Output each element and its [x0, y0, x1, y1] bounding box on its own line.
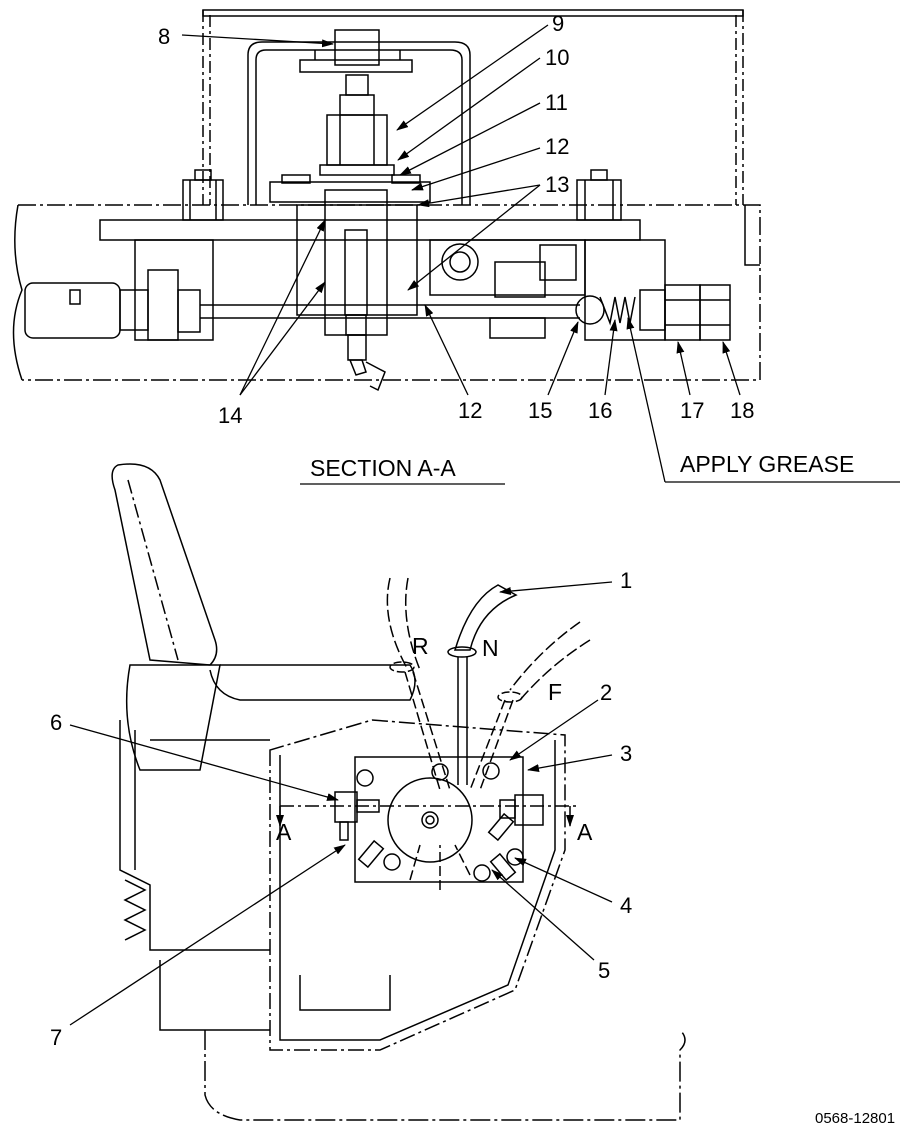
- callout-13: 13: [545, 172, 569, 197]
- callout-10: 10: [545, 45, 569, 70]
- figure-id: 0568-12801: [815, 1110, 895, 1127]
- position-neutral-label: N: [482, 635, 499, 661]
- apply-grease-note: APPLY GREASE: [680, 451, 854, 477]
- callout-9: 9: [552, 11, 564, 36]
- callout-8: 8: [158, 24, 170, 49]
- section-marker-right: A: [577, 819, 593, 845]
- leaders-bottom: [69, 581, 613, 1026]
- callout-16: 16: [588, 398, 612, 423]
- callout-11: 11: [545, 90, 568, 115]
- callout-7: 7: [50, 1025, 62, 1050]
- position-forward-label: F: [548, 679, 562, 705]
- leaders-top: [181, 24, 900, 485]
- section-marker-left: A: [276, 819, 292, 845]
- callout-1: 1: [620, 568, 632, 593]
- hex-nut-right: [576, 169, 622, 221]
- hex-nut-left: [182, 169, 224, 221]
- callout-5: 5: [598, 958, 610, 983]
- callout-3: 3: [620, 741, 632, 766]
- callout-6: 6: [50, 710, 62, 735]
- callout-4: 4: [620, 893, 632, 918]
- callout-12-top: 12: [545, 134, 569, 159]
- callout-12-bottom: 12: [458, 398, 482, 423]
- side-view: [111, 463, 686, 1121]
- section-view: [12, 9, 761, 392]
- callout-14: 14: [218, 403, 242, 428]
- callout-15: 15: [528, 398, 552, 423]
- callout-18: 18: [730, 398, 754, 423]
- position-reverse-label: R: [412, 633, 429, 659]
- callout-17: 17: [680, 398, 704, 423]
- section-title: SECTION A-A: [310, 455, 456, 481]
- callout-2: 2: [600, 680, 612, 705]
